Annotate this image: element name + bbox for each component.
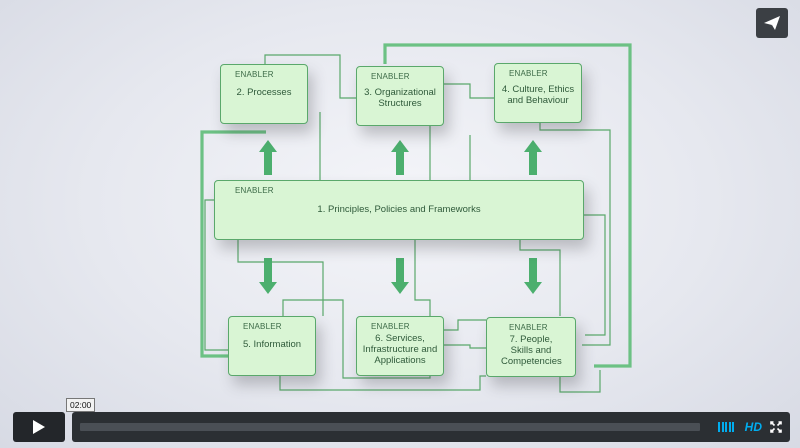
time-tooltip: 02:00 [66,398,96,412]
enabler-tag: ENABLER [509,323,548,332]
box-label: 2. Processes [236,87,292,98]
enabler-tag: ENABLER [371,72,410,81]
enabler-box-principles: ENABLER 1. Principles, Policies and Fram… [214,180,584,240]
play-icon [33,420,45,434]
box-label: 6. Services, Infrastructure and Applicat… [362,333,438,366]
hd-button[interactable]: HD [744,420,762,434]
box-label: 7. People, Skills and Competencies [501,334,562,367]
progress-track[interactable] [80,423,700,431]
enabler-box-processes: ENABLER 2. Processes [220,64,308,124]
progress-bar[interactable]: HD [72,412,790,442]
enabler-tag: ENABLER [509,69,548,78]
play-button[interactable] [13,412,65,442]
enabler-tag: ENABLER [243,322,282,331]
box-label: 5. Information [242,339,302,350]
share-plane-icon [764,16,780,30]
box-label: 4. Culture, Ethics and Behaviour [501,84,575,106]
enabler-tag: ENABLER [235,70,274,79]
fullscreen-icon[interactable] [770,421,782,433]
enabler-box-org-structures: ENABLER 3. Organizational Structures [356,66,444,126]
enabler-box-services: ENABLER 6. Services, Infrastructure and … [356,316,444,376]
box-label: 1. Principles, Policies and Frameworks [317,204,481,215]
box-label: 3. Organizational Structures [364,87,436,109]
enabler-box-people: ENABLER 7. People, Skills and Competenci… [486,317,576,377]
enabler-box-culture: ENABLER 4. Culture, Ethics and Behaviour [494,63,582,123]
enabler-tag: ENABLER [235,186,274,195]
share-button[interactable] [756,8,788,38]
enabler-box-information: ENABLER 5. Information [228,316,316,376]
player-controls: HD 02:00 [0,398,800,448]
enabler-tag: ENABLER [371,322,410,331]
volume-bars-icon[interactable] [718,422,734,432]
